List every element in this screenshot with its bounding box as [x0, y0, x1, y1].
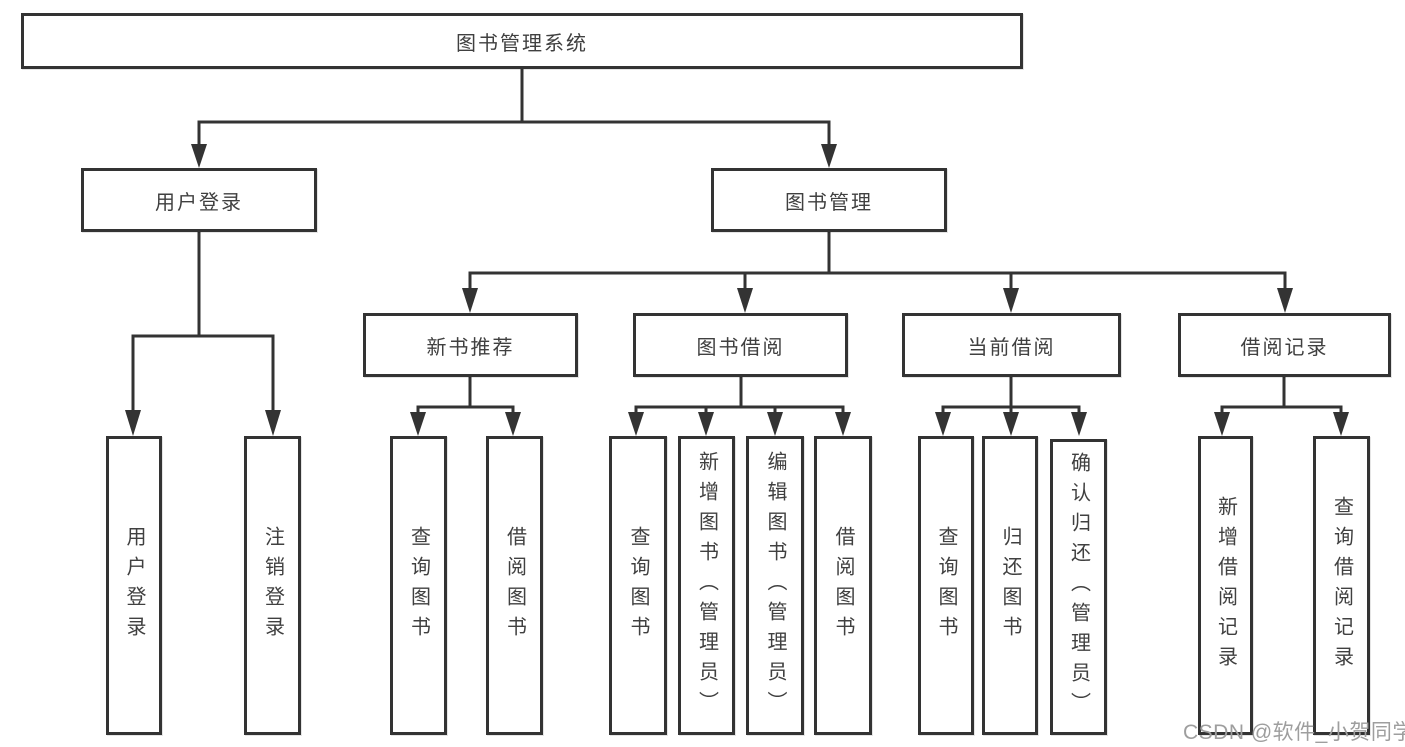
node-current-borrowing: 当前借阅	[902, 313, 1121, 377]
leaf-query-books-recommend: 查询图书	[390, 436, 447, 735]
node-book-management-label: 图书管理	[785, 191, 873, 214]
leaf-query-borrow-record: 查询借阅记录	[1313, 436, 1370, 735]
leaf-add-borrow-record: 新增借阅记录	[1198, 436, 1253, 735]
arrow-down-icon	[1003, 412, 1019, 436]
arrow-down-icon	[191, 144, 207, 168]
arrow-down-icon	[505, 412, 521, 436]
arrow-down-icon	[462, 288, 478, 313]
node-book-borrowing-label: 图书借阅	[696, 336, 785, 359]
leaf-borrow-books-recommend: 借阅图书	[486, 436, 543, 735]
node-borrowing-records: 借阅记录	[1178, 313, 1391, 377]
leaf-borrow-books-borrowing: 借阅图书	[814, 436, 872, 735]
arrow-down-icon	[1277, 288, 1293, 313]
leaf-query-books-current: 查询图书	[918, 436, 974, 735]
node-book-management: 图书管理	[711, 168, 947, 232]
leaf-edit-books-admin: 编辑图书（管理员）	[746, 436, 804, 735]
leaf-add-books-admin: 新增图书（管理员）	[678, 436, 735, 735]
arrow-down-icon	[767, 412, 783, 436]
node-current-borrowing-label: 当前借阅	[967, 336, 1056, 359]
arrow-down-icon	[737, 288, 753, 313]
node-user-login-label: 用户登录	[155, 191, 243, 214]
node-new-book-recommend-label: 新书推荐	[426, 336, 515, 359]
arrow-down-icon	[821, 144, 837, 168]
arrow-down-icon	[1333, 412, 1349, 436]
leaf-logout: 注销登录	[244, 436, 301, 735]
leaf-user-login: 用户登录	[106, 436, 162, 735]
arrow-down-icon	[835, 412, 851, 436]
leaf-return-books: 归还图书	[982, 436, 1038, 735]
node-user-login: 用户登录	[81, 168, 317, 232]
arrow-down-icon	[125, 410, 141, 436]
arrow-down-icon	[935, 412, 951, 436]
node-root: 图书管理系统	[21, 13, 1023, 69]
leaf-query-books-borrowing: 查询图书	[609, 436, 667, 735]
leaf-confirm-return-admin: 确认归还（管理员）	[1050, 439, 1107, 735]
node-book-borrowing: 图书借阅	[633, 313, 848, 377]
arrow-down-icon	[265, 410, 281, 436]
node-root-label: 图书管理系统	[456, 32, 588, 55]
arrow-down-icon	[628, 412, 644, 436]
node-borrowing-records-label: 借阅记录	[1240, 336, 1329, 359]
arrow-down-icon	[1214, 412, 1230, 436]
arrow-down-icon	[410, 412, 426, 436]
arrow-down-icon	[698, 412, 714, 436]
arrow-down-icon	[1071, 412, 1087, 436]
node-new-book-recommend: 新书推荐	[363, 313, 578, 377]
csdn-watermark: CSDN @软件_小贺同学	[1183, 721, 1405, 744]
arrow-down-icon	[1003, 288, 1019, 313]
